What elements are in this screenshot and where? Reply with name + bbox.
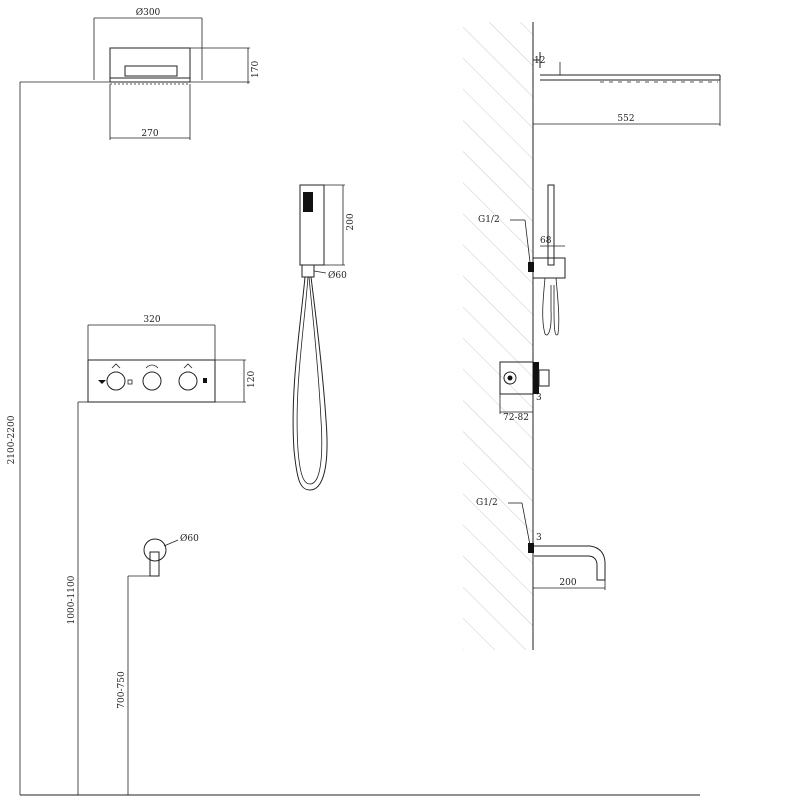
dim-spout-height-from-floor: 700-750 — [117, 671, 127, 709]
holder-bracket — [532, 257, 566, 279]
spout-neck — [149, 551, 160, 577]
dim-spout-outlet-diameter: Ø60 — [180, 533, 199, 544]
dim-panel-height: 120 — [247, 371, 257, 388]
diverter-knob-right — [178, 371, 198, 391]
dim-rain-head-depth: 270 — [141, 129, 158, 139]
dim-holder-width: 68 — [540, 236, 552, 246]
thread-label-top: G1/2 — [478, 215, 500, 225]
hose-side-left — [542, 277, 552, 336]
hose-side-right — [553, 277, 560, 336]
temperature-arc-icon — [145, 364, 159, 369]
dim-valve-gap: 3 — [536, 393, 542, 403]
spout-side: G1/2 3 200 — [476, 498, 606, 590]
hand-shower-front: 200 Ø60 — [292, 184, 356, 491]
spout-front: Ø60 — [143, 533, 199, 577]
dim-handshower-length: 200 — [346, 213, 356, 230]
spout-fitting — [528, 543, 534, 553]
thermostat-knob-center — [142, 371, 162, 391]
valve-cover-plate — [533, 362, 539, 394]
valve-side: 3 72-82 — [499, 361, 550, 423]
arrow-icon — [183, 363, 193, 369]
dim-rain-head-diameter: Ø300 — [136, 7, 161, 18]
hose-connector — [301, 264, 315, 278]
dim-panel-height-from-floor: 1000-1100 — [67, 575, 77, 624]
valve-panel-body — [87, 359, 216, 403]
thread-label-bottom: G1/2 — [476, 498, 498, 508]
spout-symbol-icon — [127, 379, 133, 385]
handshower-holder-side: G1/2 68 — [478, 184, 566, 336]
spout-body-side — [534, 545, 606, 581]
dim-arm-projection: 552 — [617, 114, 634, 124]
diverter-knob-left — [106, 371, 126, 391]
wall-hatching — [463, 22, 533, 650]
dim-valve-depth: 72-82 — [503, 413, 529, 423]
hand-shower-head — [303, 192, 313, 212]
dim-hose-outlet-diameter: Ø60 — [328, 270, 347, 281]
handshower-side-body — [547, 184, 555, 266]
dim-arm-gap: 12 — [534, 56, 545, 66]
wall-section — [463, 22, 534, 650]
dim-rain-head-height: 170 — [251, 61, 261, 78]
rainhead-symbol-icon — [203, 378, 207, 383]
dim-panel-width: 320 — [143, 315, 160, 325]
rain-head-outlet — [124, 65, 178, 77]
dim-spout-gap: 3 — [536, 533, 542, 543]
spout-flange — [143, 538, 167, 562]
height-dimension-spout: 700-750 — [117, 575, 150, 795]
shower-arm-side: 12 552 — [533, 52, 721, 126]
height-dimension-shower: 2100-2200 — [7, 81, 110, 795]
arrow-icon — [111, 363, 121, 369]
handshower-symbol-icon — [98, 380, 106, 384]
height-dimension-panel: 1000-1100 — [67, 401, 88, 795]
valve-knob-side — [538, 369, 550, 387]
dim-shower-height: 2100-2200 — [7, 415, 17, 464]
rain-head-body — [109, 47, 191, 83]
valve-panel-front: 320 120 — [87, 315, 257, 403]
valve-cartridge — [503, 371, 517, 385]
dim-spout-projection: 200 — [559, 578, 576, 588]
shower-hose — [292, 276, 328, 491]
rain-head-front: Ø300 170 270 — [93, 7, 261, 140]
holder-fitting — [528, 262, 534, 272]
shower-hose-inner — [296, 276, 323, 485]
